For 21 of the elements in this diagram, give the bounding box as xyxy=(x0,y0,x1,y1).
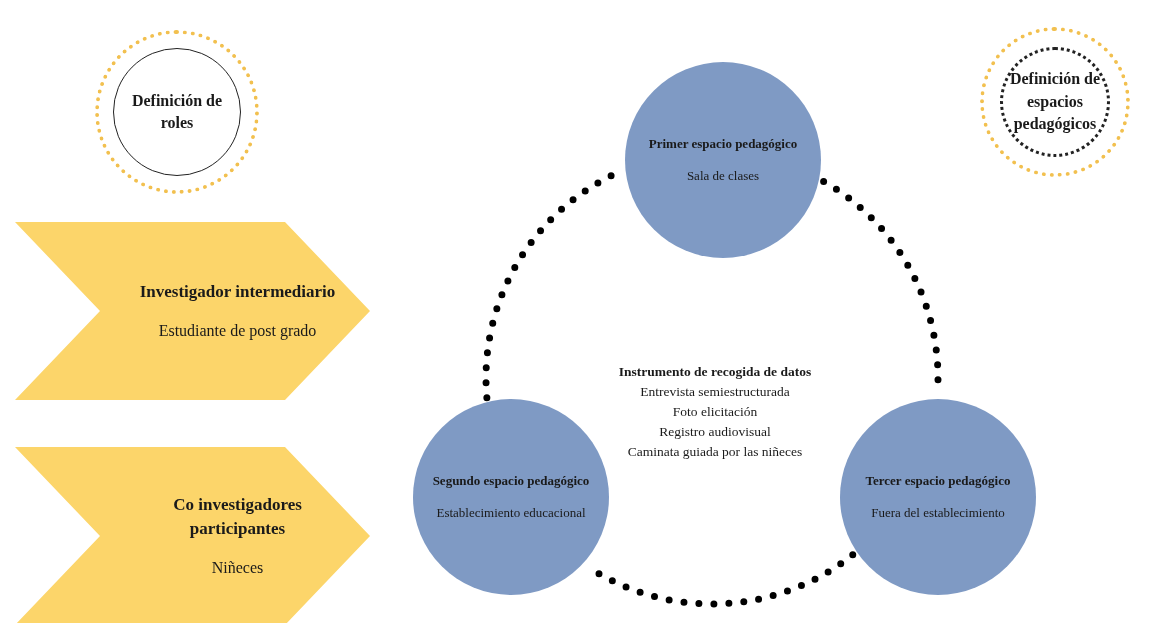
circle-node xyxy=(980,27,1130,177)
node-text: Sala de clases xyxy=(686,167,760,185)
node-text: Niñeces xyxy=(211,557,264,578)
node-heading: Segundo espacio pedagógico xyxy=(432,471,590,490)
chevron-shape xyxy=(15,447,370,623)
center-text: Registro audiovisual xyxy=(658,423,772,441)
circle-node xyxy=(95,30,259,194)
center-text: Entrevista semiestructurada xyxy=(639,383,791,401)
node-heading: Primer espacio pedagógico xyxy=(648,134,798,153)
center-text: Caminata guiada por las niñeces xyxy=(626,443,804,461)
chevron-shape xyxy=(15,222,370,400)
node-text: Estudiante de post grado xyxy=(158,320,317,342)
node-heading: Tercer espacio pedagógico xyxy=(865,471,1011,490)
node-heading: Definición de roles xyxy=(130,90,224,133)
node-heading: Co investigadores participantes xyxy=(172,494,303,540)
node-text: Fuera del establecimiento xyxy=(871,504,1005,522)
node-text: Establecimiento educacional xyxy=(436,504,586,522)
node-heading: Definición de espacios pedagógicos xyxy=(1008,69,1102,135)
center-text: Foto elicitación xyxy=(671,403,759,421)
node-heading: Investigador intermediario xyxy=(139,280,336,303)
center-heading: Instrumento de recogida de datos xyxy=(617,363,813,381)
